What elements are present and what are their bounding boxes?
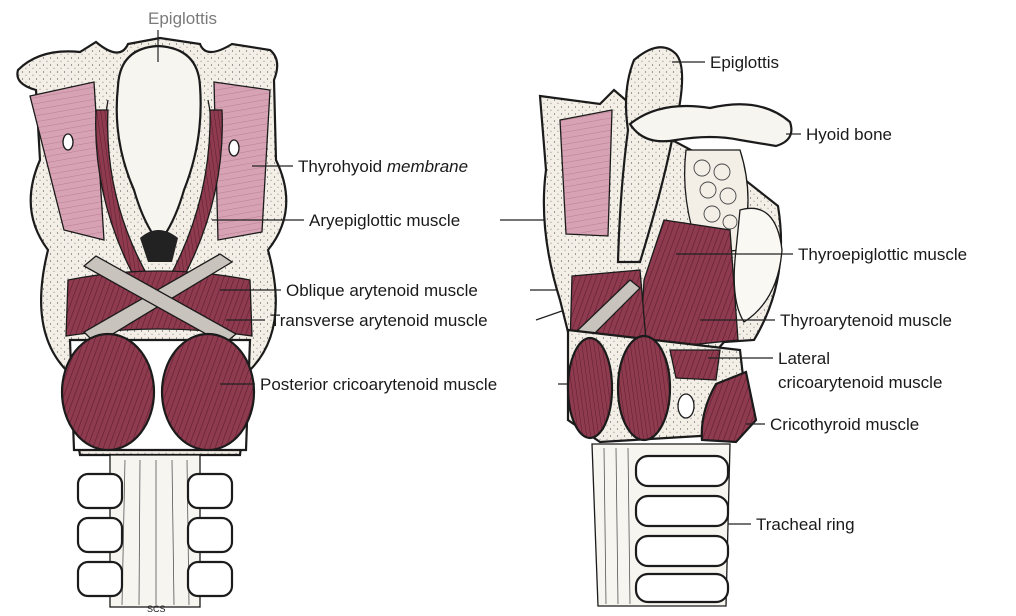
tracheal-ring-left-1 [78, 474, 122, 508]
posterior-cricoarytenoid-muscle-left [62, 334, 154, 450]
label-hyoid-bone: Hyoid bone [806, 125, 892, 144]
posterior-cricoarytenoid-lateral-a [568, 338, 612, 438]
hyoid-bone [630, 104, 791, 146]
tracheal-ring-left-3 [78, 562, 122, 596]
posterior-view: SCS [17, 38, 286, 614]
label-thyroarytenoid-muscle: Thyroarytenoid muscle [780, 311, 952, 330]
tracheal-ring-right-3 [188, 562, 232, 596]
lateral-cricoarytenoid-muscle [670, 350, 720, 380]
label-posterior-cricoarytenoid-muscle: Posterior cricoarytenoid muscle [260, 375, 497, 394]
posterior-cricoarytenoid-muscle-right [162, 334, 254, 450]
label-aryepiglottic-muscle: Aryepiglottic muscle [309, 211, 460, 230]
thyrohyoid-membrane-right [214, 82, 270, 240]
tracheal-ring-lateral-4 [636, 574, 728, 602]
label-tracheal-ring: Tracheal ring [756, 515, 855, 534]
tracheal-ring-left-2 [78, 518, 122, 552]
thyroid-lamina-cut [734, 208, 782, 322]
label-epiglottis-posterior: Epiglottis [148, 9, 217, 28]
tracheal-ring-lateral-1 [636, 456, 728, 486]
tracheal-ring-right-2 [188, 518, 232, 552]
cricoid-facet [678, 394, 694, 418]
label-lateral-cricoarytenoid-line2: cricoarytenoid muscle [778, 373, 942, 392]
label-cricothyroid-muscle: Cricothyroid muscle [770, 415, 919, 434]
label-lateral-cricoarytenoid-line1: Lateral [778, 349, 830, 368]
lateral-view [540, 47, 791, 606]
tracheal-ring-right-1 [188, 474, 232, 508]
membrane-foramen-left [63, 134, 73, 150]
label-thyroepiglottic-muscle: Thyroepiglottic muscle [798, 245, 967, 264]
artist-signature: SCS [147, 604, 166, 614]
label-epiglottis-lateral: Epiglottis [710, 53, 779, 72]
label-oblique-arytenoid-muscle: Oblique arytenoid muscle [286, 281, 478, 300]
tracheal-ring-lateral-3 [636, 536, 728, 566]
tracheal-ring-lateral-2 [636, 496, 728, 526]
posterior-cricoarytenoid-lateral-b [618, 336, 670, 440]
thyrohyoid-membrane-lateral [560, 110, 612, 236]
membrane-foramen-right [229, 140, 239, 156]
label-transverse-arytenoid-muscle: Transverse arytenoid muscle [270, 311, 488, 330]
label-thyrohyoid-membrane: Thyrohyoid membrane [298, 157, 468, 176]
